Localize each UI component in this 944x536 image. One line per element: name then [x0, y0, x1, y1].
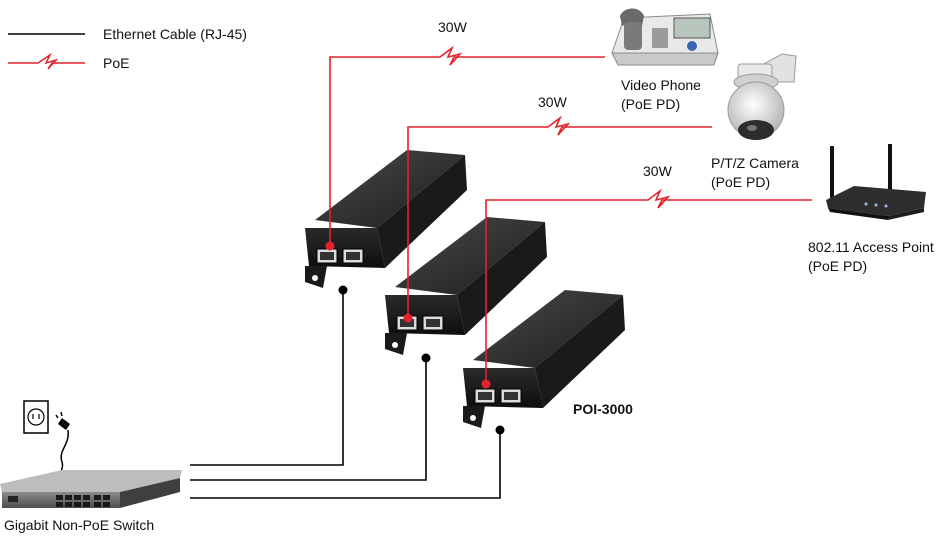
- power-label-video-phone: 30W: [438, 19, 467, 35]
- ethernet-connector-dot-2: [421, 353, 431, 363]
- gigabit-switch-icon: [0, 470, 182, 508]
- poe-injector-2: [385, 217, 547, 355]
- video-phone-type: (PoE PD): [621, 96, 681, 112]
- video-phone-icon: [611, 8, 719, 66]
- poe-cables: [329, 45, 812, 384]
- access-point-icon: [826, 144, 926, 220]
- poe-cable-2: [407, 115, 712, 318]
- switch-label: Gigabit Non-PoE Switch: [4, 517, 155, 533]
- ethernet-cable-2: [190, 358, 427, 481]
- poe-connector-dot-3: [481, 379, 491, 389]
- ethernet-cable-1: [190, 290, 344, 466]
- injector-model-label: POI-3000: [573, 401, 633, 417]
- poe-cable-3: [485, 188, 812, 384]
- power-label-access-point: 30W: [643, 163, 672, 179]
- ethernet-cable-3: [190, 430, 501, 499]
- power-label-camera: 30W: [538, 94, 567, 110]
- power-outlet-icon: [23, 400, 49, 434]
- ptz-camera-icon: [727, 53, 797, 140]
- poe-injector-3: [463, 290, 625, 428]
- ethernet-cables: [190, 290, 501, 499]
- camera-type: (PoE PD): [711, 174, 771, 190]
- poe-connector-dot-2: [403, 313, 413, 323]
- legend-poe-label: PoE: [103, 55, 130, 71]
- video-phone-name: Video Phone: [621, 77, 701, 93]
- poe-connector-dot-1: [325, 241, 335, 251]
- poe-injector-1: [305, 150, 467, 288]
- ethernet-connector-dot-1: [338, 285, 348, 295]
- legend-ethernet-label: Ethernet Cable (RJ-45): [103, 26, 247, 42]
- legend-poe-line: [8, 52, 85, 70]
- poe-cable-1: [329, 45, 605, 246]
- access-point-type: (PoE PD): [808, 258, 868, 274]
- camera-name: P/T/Z Camera: [711, 155, 799, 171]
- access-point-name: 802.11 Access Point: [808, 239, 934, 255]
- legend: [8, 33, 85, 70]
- power-plug-icon: [55, 411, 70, 473]
- ethernet-connector-dot-3: [495, 425, 505, 435]
